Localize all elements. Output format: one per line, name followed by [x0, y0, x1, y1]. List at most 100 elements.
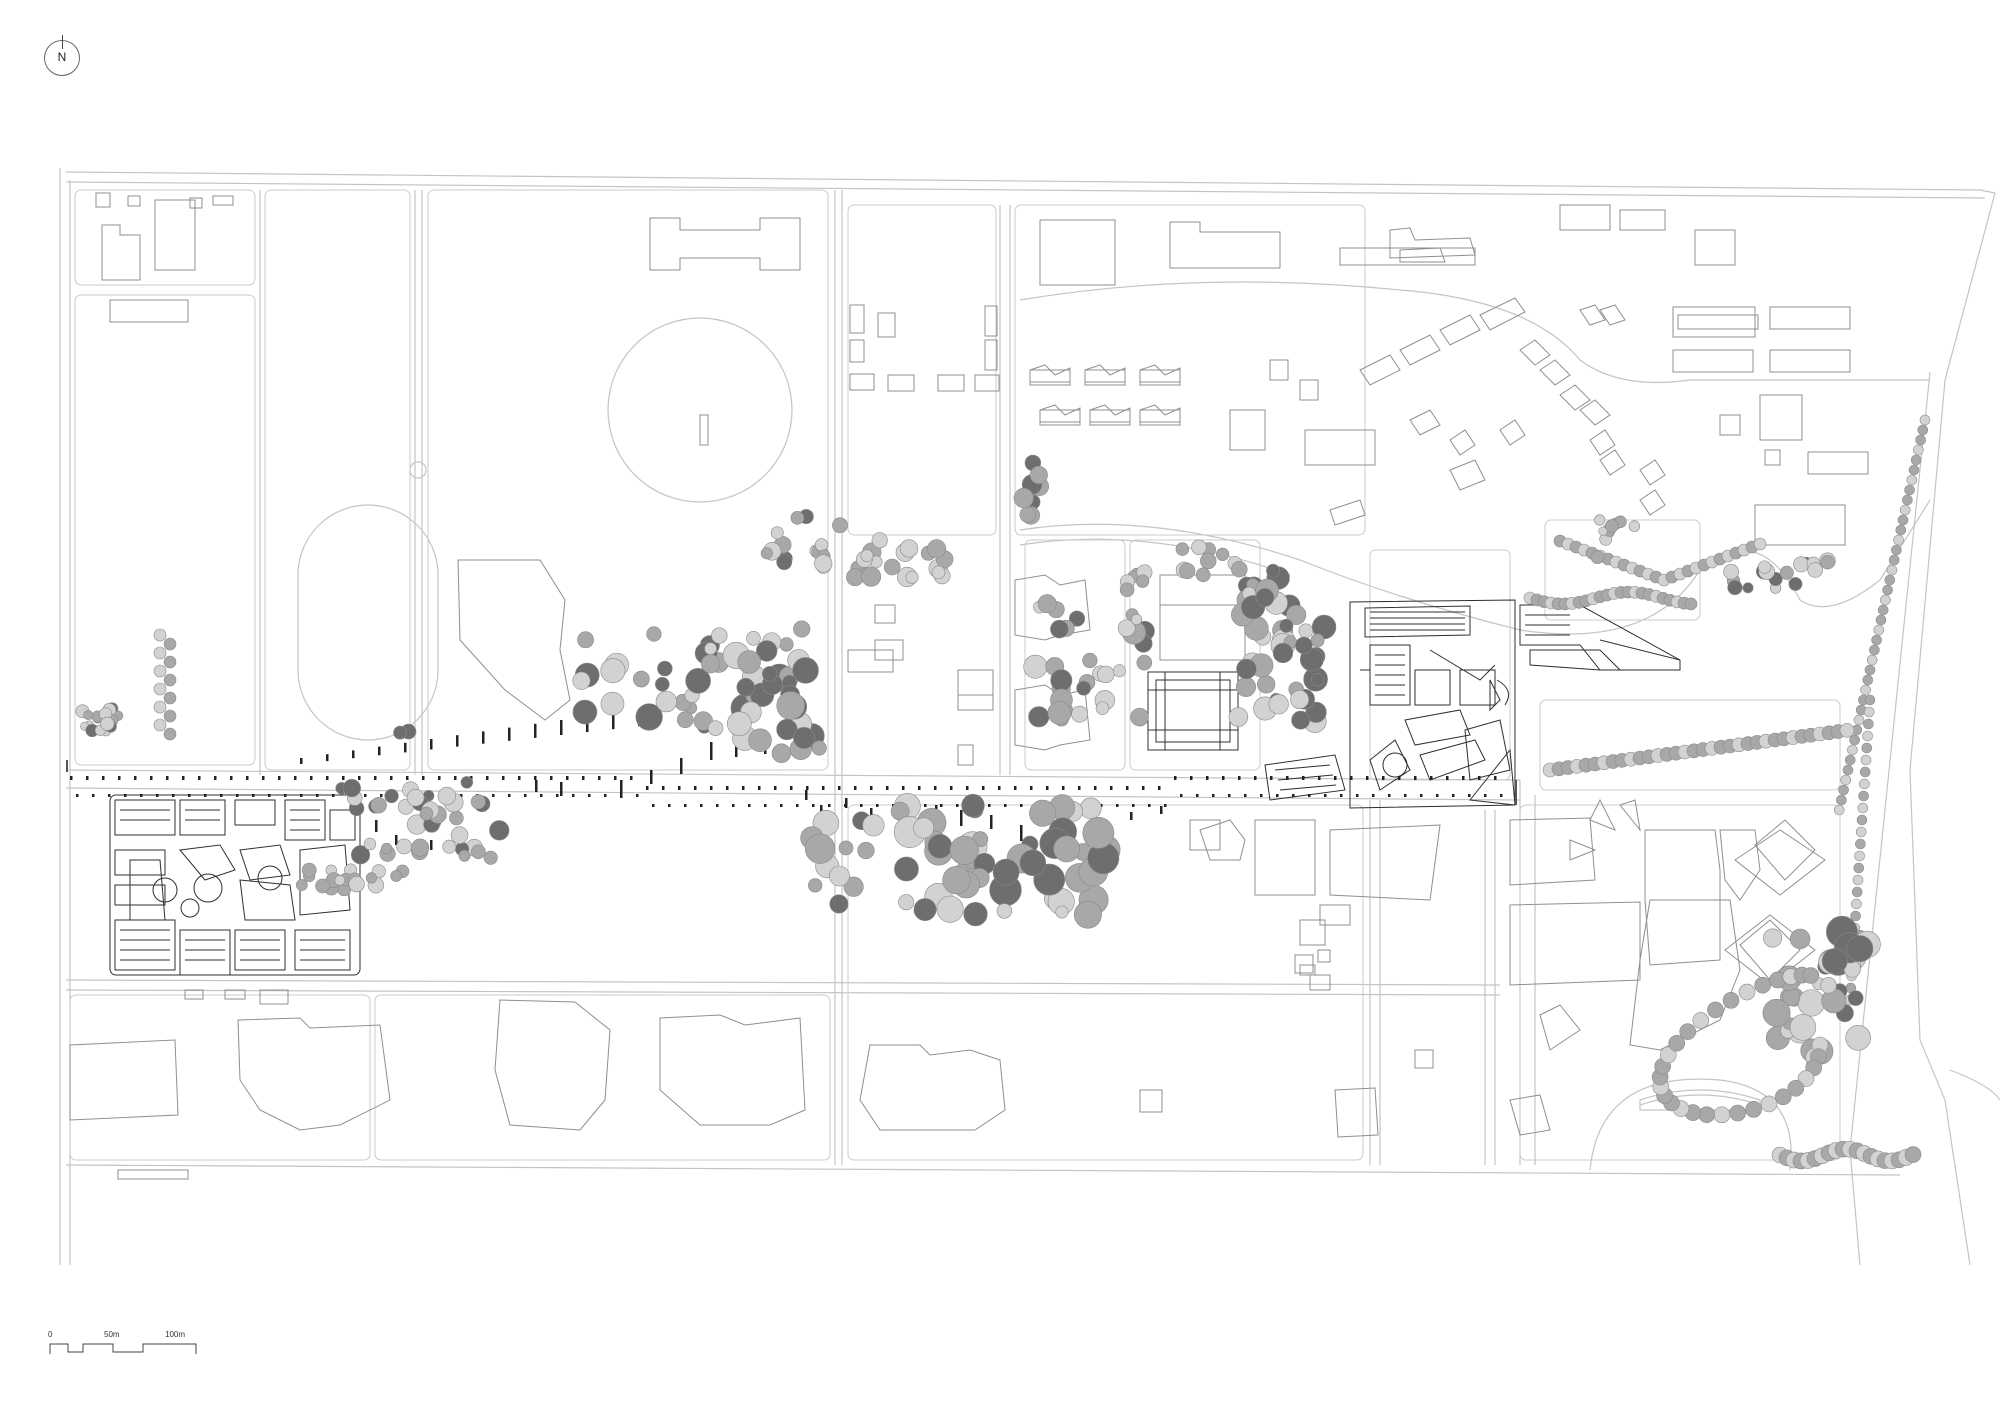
promenade-bar: [262, 776, 265, 780]
promenade-bar: [430, 739, 433, 750]
tree-canopy-icon: [770, 526, 784, 540]
promenade-bar: [586, 716, 589, 733]
tree-canopy-icon: [1842, 764, 1854, 776]
promenade-bar: [1500, 794, 1503, 797]
tree-canopy-icon: [1774, 1088, 1792, 1106]
tree-canopy-icon: [1131, 613, 1143, 626]
promenade-bar: [1228, 794, 1231, 797]
tree-canopy-icon: [1850, 910, 1861, 922]
tree-canopy-icon: [1862, 674, 1874, 686]
tree-canopy-icon: [163, 691, 177, 705]
tree-canopy-icon: [1295, 636, 1313, 655]
tree-canopy-icon: [1028, 706, 1050, 728]
promenade-bar: [252, 794, 255, 797]
promenade-bar: [188, 794, 191, 797]
tree-canopy-icon: [1037, 594, 1057, 614]
promenade-bar: [732, 804, 735, 807]
tree-canopy-icon: [1851, 898, 1862, 910]
promenade-bar: [598, 776, 601, 780]
tree-canopy-icon: [295, 879, 308, 891]
tree-canopy-icon: [1859, 766, 1871, 778]
promenade-bar: [630, 776, 633, 780]
promenade-bar: [1420, 794, 1423, 797]
promenade-bar: [1206, 776, 1209, 780]
tree-canopy-icon: [1860, 684, 1871, 696]
tree-canopy-icon: [1846, 935, 1874, 963]
tree-canopy-icon: [390, 870, 402, 882]
promenade-bar: [524, 794, 527, 797]
tree-canopy-icon: [814, 538, 829, 552]
promenade-bar: [678, 786, 681, 790]
tree-canopy-icon: [1723, 563, 1739, 580]
tree-canopy-icon: [1013, 488, 1034, 509]
tree-canopy-icon: [1266, 563, 1280, 578]
tree-canopy-icon: [1763, 928, 1783, 948]
tree-canopy-icon: [1839, 723, 1855, 738]
tree-canopy-icon: [1684, 597, 1698, 611]
tree-canopy-icon: [1884, 574, 1896, 586]
promenade-bar: [456, 735, 459, 747]
promenade-bar: [220, 794, 223, 797]
tree-canopy-icon: [449, 810, 464, 826]
tree-canopy-icon: [1858, 790, 1869, 802]
promenade-bar: [694, 786, 697, 790]
promenade-bar: [294, 776, 297, 780]
promenade-bar: [1126, 786, 1129, 790]
tree-canopy-icon: [1745, 1101, 1762, 1118]
tree-canopy-icon: [396, 838, 412, 855]
tree-canopy-icon: [905, 570, 919, 584]
north-arrow-icon: [62, 35, 63, 49]
tree-canopy-icon: [163, 637, 177, 651]
promenade-bar: [300, 794, 303, 797]
tree-canopy-icon: [1873, 624, 1885, 636]
tree-canopy-icon: [1290, 690, 1310, 709]
promenade-bar: [1318, 776, 1321, 780]
promenade-bar: [1334, 776, 1337, 780]
tree-canopy-icon: [927, 539, 947, 559]
promenade-bar: [1020, 804, 1023, 807]
tree-canopy-icon: [1257, 675, 1276, 694]
tree-canopy-icon: [83, 710, 94, 721]
promenade-bar: [662, 786, 665, 790]
tree-canopy-icon: [1779, 565, 1794, 580]
tree-canopy-icon: [1797, 989, 1825, 1017]
tree-canopy-icon: [949, 835, 979, 865]
promenade-bar: [86, 776, 89, 780]
tree-canopy-icon: [1079, 797, 1102, 820]
promenade-bar: [918, 786, 921, 790]
promenade-bar: [870, 786, 873, 790]
promenade-bar: [1494, 776, 1497, 780]
promenade-bar: [236, 794, 239, 797]
promenade-bar: [960, 810, 963, 826]
promenade-bar: [1142, 786, 1145, 790]
tree-canopy-icon: [1820, 554, 1835, 570]
tree-canopy-icon: [419, 806, 434, 821]
tree-canopy-icon: [771, 743, 792, 763]
tree-canopy-icon: [1076, 680, 1092, 696]
tree-canopy-icon: [711, 627, 728, 644]
promenade-bar: [774, 786, 777, 790]
tree-canopy-icon: [1797, 1070, 1815, 1087]
promenade-bar: [460, 794, 463, 797]
tree-canopy-icon: [676, 711, 694, 729]
tree-canopy-icon: [1851, 886, 1863, 898]
promenade-bar: [1372, 794, 1375, 797]
promenade-bar: [1414, 776, 1417, 780]
tree-canopy-icon: [1590, 550, 1605, 564]
promenade-bar: [1180, 794, 1183, 797]
tree-canopy-icon: [736, 678, 755, 697]
tree-canopy-icon: [301, 862, 317, 878]
promenade-bar: [652, 804, 655, 807]
promenade-bar: [820, 805, 823, 815]
tree-canopy-icon: [1899, 504, 1911, 516]
tree-canopy-icon: [1857, 802, 1869, 814]
promenade-bar: [380, 794, 383, 797]
tree-canopy-icon: [1082, 652, 1098, 669]
tree-canopy-icon: [1915, 434, 1926, 446]
promenade-bar: [534, 723, 537, 738]
promenade-bar: [1222, 776, 1225, 780]
promenade-bar: [806, 786, 809, 790]
tree-canopy-icon: [1136, 654, 1153, 671]
promenade-bar: [1094, 786, 1097, 790]
tree-canopy-icon: [1891, 544, 1902, 556]
